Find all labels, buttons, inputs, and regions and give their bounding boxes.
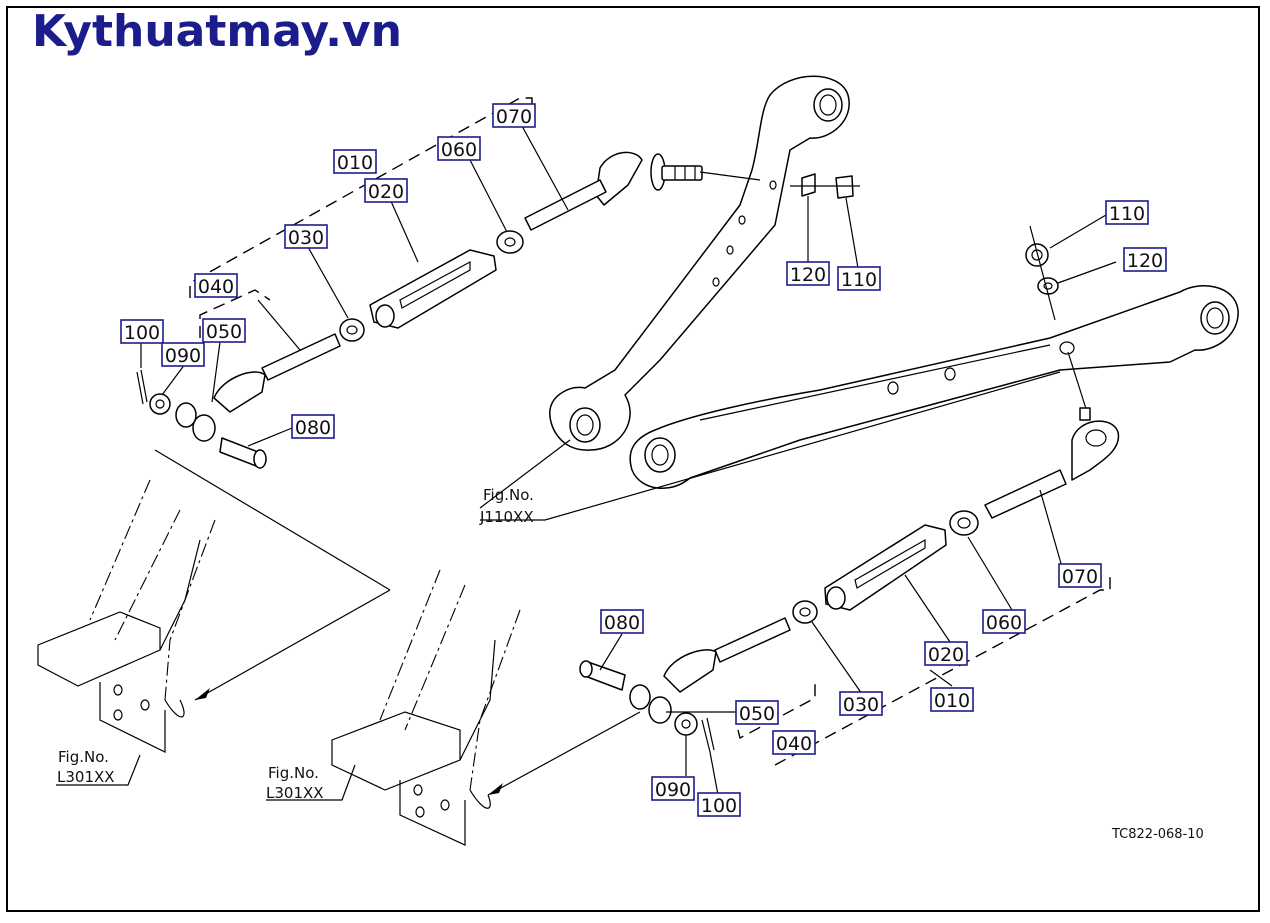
left-hitch-bracket	[37, 449, 391, 753]
callout-110-right: 110	[1105, 200, 1149, 225]
callout-020-upper: 020	[364, 178, 408, 203]
callout-060-lower: 060	[982, 609, 1026, 634]
callout-040-upper: 040	[194, 273, 238, 298]
figure-ref-l301xx-right: Fig.No. L301XX	[266, 764, 324, 802]
lower-lift-arm	[629, 285, 1239, 489]
svg-text:120: 120	[1127, 250, 1163, 272]
svg-text:020: 020	[928, 644, 964, 666]
callout-100-lower: 100	[697, 792, 741, 817]
drawing-frame	[6, 6, 1260, 912]
svg-text:060: 060	[441, 139, 477, 161]
svg-text:100: 100	[701, 795, 737, 817]
leader-lines	[56, 125, 1117, 801]
svg-text:010: 010	[934, 690, 970, 712]
svg-text:Fig.No.: Fig.No.	[483, 486, 534, 504]
callout-010-upper: 010	[333, 149, 377, 174]
svg-text:040: 040	[776, 733, 812, 755]
callout-070-lower: 070	[1058, 563, 1102, 588]
callout-070-upper: 070	[492, 103, 536, 128]
svg-text:L301XX: L301XX	[266, 784, 324, 802]
callout-110-upper: 110	[837, 266, 881, 291]
svg-text:040: 040	[198, 276, 234, 298]
callout-040-lower: 040	[772, 730, 816, 755]
callout-120-right: 120	[1123, 247, 1167, 272]
right-hitch-bracket	[331, 569, 641, 846]
callout-030-lower: 030	[839, 691, 883, 716]
svg-text:050: 050	[206, 321, 242, 343]
watermark-logo: Kythuatmay.vn	[32, 6, 402, 57]
upper-lift-arm	[549, 75, 850, 451]
svg-text:100: 100	[124, 322, 160, 344]
svg-text:030: 030	[843, 694, 879, 716]
svg-text:Fig.No.: Fig.No.	[268, 764, 319, 782]
callout-050-lower: 050	[735, 700, 779, 725]
svg-text:080: 080	[295, 417, 331, 439]
callout-090-upper: 090	[161, 342, 205, 367]
figure-ref-l301xx-left: Fig.No. L301XX	[57, 748, 115, 786]
svg-text:010: 010	[337, 152, 373, 174]
svg-text:090: 090	[165, 345, 201, 367]
group-outlines	[189, 97, 1111, 766]
drawing-code: TC822-068-10	[1111, 827, 1204, 842]
callout-080-lower: 080	[600, 609, 644, 634]
figure-ref-j110xx: Fig.No. J110XX	[479, 486, 534, 526]
svg-text:J110XX: J110XX	[479, 508, 534, 526]
callout-080-upper: 080	[291, 414, 335, 439]
callout-020-lower: 020	[924, 641, 968, 666]
svg-text:110: 110	[1109, 203, 1145, 225]
callout-120-upper: 120	[786, 261, 830, 286]
svg-text:L301XX: L301XX	[57, 768, 115, 786]
callout-050-upper: 050	[202, 318, 246, 343]
lower-turnbuckle-assembly	[579, 225, 1120, 753]
callout-090-lower: 090	[651, 776, 695, 801]
svg-text:Fig.No.: Fig.No.	[58, 748, 109, 766]
svg-text:060: 060	[986, 612, 1022, 634]
callout-060-upper: 060	[437, 136, 481, 161]
svg-text:030: 030	[288, 227, 324, 249]
svg-text:050: 050	[739, 703, 775, 725]
callout-100-upper: 100	[120, 319, 164, 344]
svg-text:120: 120	[790, 264, 826, 286]
svg-text:110: 110	[841, 269, 877, 291]
callout-030-upper: 030	[284, 224, 328, 249]
svg-text:070: 070	[1062, 566, 1098, 588]
svg-text:070: 070	[496, 106, 532, 128]
svg-text:090: 090	[655, 779, 691, 801]
svg-text:020: 020	[368, 181, 404, 203]
callout-010-lower: 010	[930, 687, 974, 712]
callout-labels: 070 060 010 020 030 040 050 100	[120, 103, 1167, 817]
svg-text:080: 080	[604, 612, 640, 634]
